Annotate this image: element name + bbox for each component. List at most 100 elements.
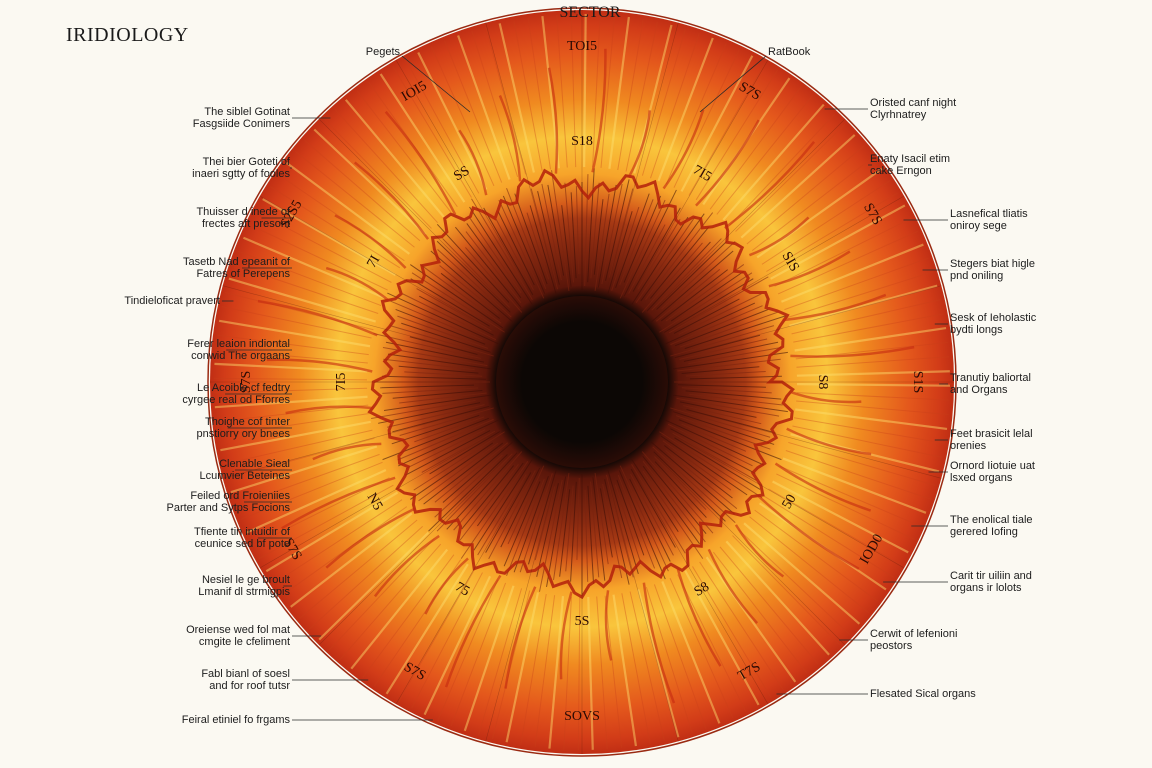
ring-code-outer: SOVS	[564, 709, 600, 724]
inner-fiber	[497, 211, 535, 286]
inner-fiber	[498, 199, 545, 299]
label-line: cmgite le cfeliment	[198, 636, 290, 648]
inner-fiber	[684, 315, 786, 350]
label-line: Stegers biat higle	[950, 258, 1035, 270]
ring-code-inner: N5	[364, 491, 386, 513]
inner-fiber	[387, 404, 485, 428]
inner-fiber	[526, 212, 550, 280]
outer-fiber	[329, 538, 435, 651]
label-right-12: Flesated Sical organs	[870, 688, 976, 700]
inner-fiber	[656, 240, 728, 310]
outer-fiber	[608, 16, 630, 169]
outer-fiber	[763, 495, 895, 578]
outer-fiber	[770, 204, 906, 280]
outer-fiber	[699, 561, 784, 691]
label-line: Flesated Sical organs	[870, 688, 976, 700]
outer-fiber	[230, 445, 378, 494]
inner-fiber	[677, 358, 781, 372]
outer-fiber	[629, 591, 665, 741]
inner-fiber	[530, 188, 559, 290]
outer-fiber	[645, 586, 693, 734]
label-line: Thoighe cof tinter	[205, 416, 290, 428]
label-left-5: Tindieloficat pravert	[124, 295, 220, 307]
crypt-streak	[695, 119, 760, 207]
inner-fiber	[608, 188, 634, 278]
outer-fiber	[570, 14, 577, 168]
inner-fiber	[594, 193, 610, 292]
inner-fiber	[652, 446, 736, 524]
sector-line	[259, 195, 496, 333]
inner-fiber	[442, 238, 510, 308]
outer-fiber	[621, 593, 651, 744]
crypt-streak	[627, 110, 652, 178]
inner-fiber	[380, 384, 475, 389]
label-line: peostors	[870, 640, 913, 652]
outer-fiber	[722, 103, 825, 221]
crypt-streak	[734, 524, 785, 578]
ring-code-inner: SS	[451, 164, 472, 185]
label-line: Feiled ord Froieniies	[190, 490, 290, 502]
inner-fiber	[378, 402, 481, 424]
outer-fiber	[617, 19, 644, 171]
inner-fiber	[590, 182, 600, 279]
inner-fiber	[513, 476, 549, 573]
outer-fiber	[577, 596, 581, 750]
label-line: inaeri sgtty of fooles	[192, 168, 290, 180]
outer-fiber	[761, 180, 891, 265]
outer-fiber	[235, 453, 380, 507]
label-line: Fabl bianl of soesl	[201, 668, 290, 680]
outer-fiber	[743, 522, 861, 625]
outer-fiber	[796, 400, 949, 416]
outer-fiber	[505, 592, 540, 743]
outer-fiber	[695, 69, 778, 201]
crypt-streak	[642, 582, 676, 704]
outer-fiber	[688, 62, 766, 196]
inner-fiber	[665, 302, 756, 345]
inner-fiber	[631, 459, 679, 533]
sector-line	[607, 22, 679, 286]
inner-fiber	[434, 442, 508, 503]
label-line: gerered Iofing	[950, 526, 1018, 538]
inner-fiber	[534, 486, 556, 561]
inner-fiber	[640, 213, 705, 302]
sector-line	[668, 195, 905, 333]
inner-fiber	[419, 264, 502, 324]
inner-fiber	[651, 441, 735, 515]
outer-fiber	[404, 58, 480, 194]
label-line: frectes aft presont	[201, 218, 290, 230]
inner-fiber	[453, 451, 523, 531]
label-line: Oreiense wed fol mat	[186, 624, 290, 636]
inner-fiber	[619, 199, 666, 299]
label-line: Tfiente tin intuidir of	[194, 526, 290, 538]
sector-line	[607, 478, 679, 742]
inner-fiber	[576, 477, 580, 560]
inner-fiber	[660, 435, 748, 496]
inner-fiber	[649, 226, 709, 299]
inner-fiber	[672, 432, 757, 481]
inner-fiber	[397, 315, 488, 349]
inner-fiber	[402, 293, 497, 341]
label-line: Sesk of Ieholastic	[950, 312, 1037, 324]
inner-fiber	[477, 474, 527, 556]
inner-fiber	[670, 428, 756, 474]
inner-fiber	[465, 231, 522, 304]
outer-fiber	[214, 387, 368, 394]
label-line: The enolical tiale	[950, 514, 1033, 526]
outer-fiber	[754, 509, 878, 602]
crypt-streak	[266, 358, 373, 373]
inner-fiber	[681, 423, 747, 452]
inner-fiber	[674, 437, 761, 490]
inner-fiber	[527, 470, 557, 565]
outer-fiber	[709, 86, 802, 210]
outer-fiber	[485, 26, 527, 175]
inner-fiber	[683, 341, 779, 362]
inner-fiber	[587, 485, 595, 584]
inner-fiber	[676, 397, 780, 417]
inner-fiber	[371, 399, 476, 419]
outer-fiber	[637, 589, 680, 738]
sector-line	[318, 118, 512, 312]
inner-fiber	[559, 489, 571, 577]
